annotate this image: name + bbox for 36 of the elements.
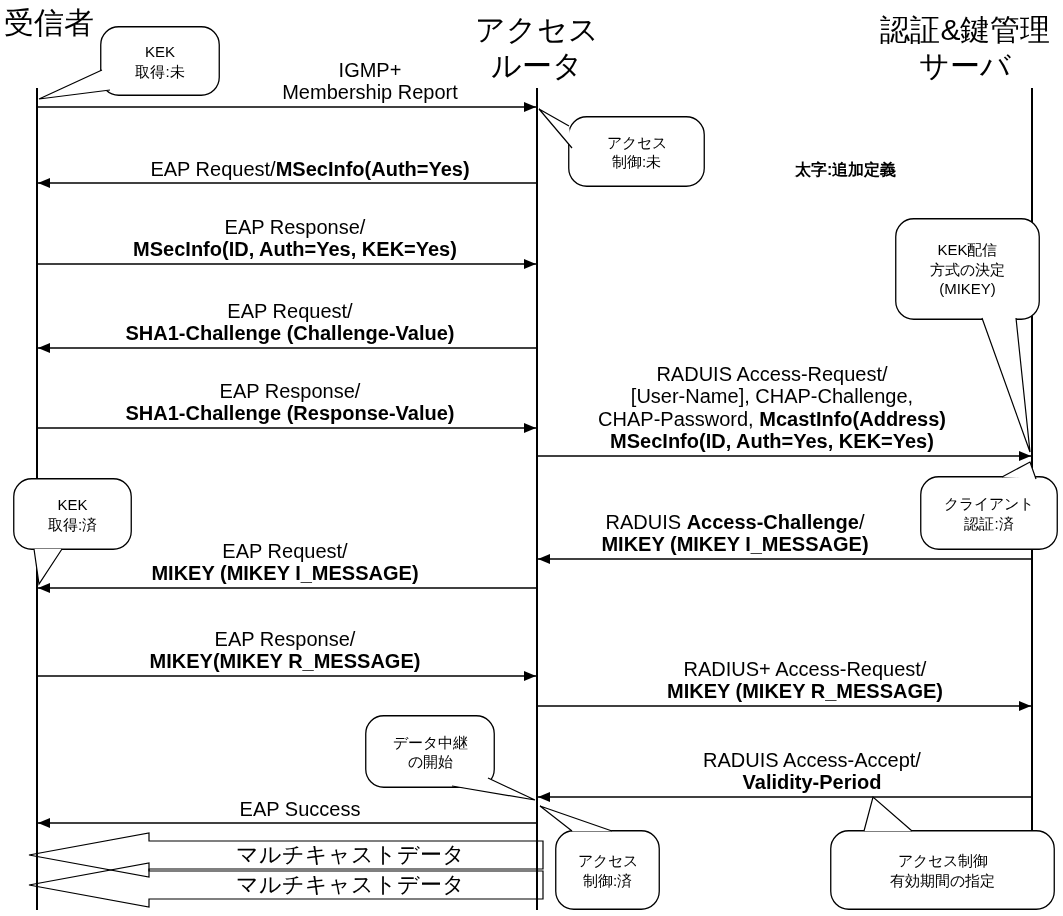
message-arrow (37, 102, 537, 112)
edge-label: マルチキャストデータ (235, 844, 465, 866)
note-text: 太字:追加定義 (795, 160, 897, 180)
callout-text: データ中継の開始 (392, 732, 468, 771)
message-arrow (537, 554, 1032, 564)
participant-name: 受信者 (3, 5, 95, 41)
message-arrow (37, 423, 537, 433)
message-arrow (37, 671, 537, 681)
participant-name: アクセスルータ (474, 12, 600, 84)
edge-label: EAP Response/ MIKEY(MIKEY R_MESSAGE) (147, 628, 423, 673)
message-arrow (37, 818, 537, 828)
edge-label: EAP Response/ MSecInfo(ID, Auth=Yes, KEK=Yes) (131, 216, 459, 261)
callout-text: アクセス制御:未 (606, 132, 667, 171)
message-arrow (537, 792, 1032, 802)
edge-label: マルチキャストデータ (235, 874, 465, 896)
message-arrow (37, 178, 537, 188)
callout-text: KEK配信方式の決定(MIKEY) (930, 239, 1005, 299)
message-arrow (37, 343, 537, 353)
edge-label: RADIUS+ Access-Request/ MIKEY (MIKEY R_MESSAGE) (665, 658, 945, 703)
edge-label: EAP Request/ SHA1-Challenge (Challenge-Value) (123, 300, 457, 345)
edge-label: RADUIS Access-Request/ [User-Name], CHAP-Challenge, CHAP-Password, McastInfo(Address) MSecInfo(ID, Auth=Yes, KEK=Yes) (596, 363, 948, 453)
edge-label: EAP Response/ SHA1-Challenge (Response-Value) (123, 380, 457, 425)
edge-label: RADUIS Access-Challenge/ MIKEY (MIKEY I_MESSAGE) (599, 511, 871, 556)
hollow-arrow (28, 862, 544, 908)
message-arrow (37, 259, 537, 269)
callout-text: アクセス制御:済 (577, 850, 638, 890)
participant-name: 認証&鍵管理サーバ (879, 12, 1052, 84)
callout-text: KEK取得:済 (47, 494, 98, 534)
callout-text: KEK取得:未 (135, 41, 185, 81)
edge-label: EAP Request/ MIKEY (MIKEY I_MESSAGE) (149, 540, 421, 585)
message-arrow (537, 701, 1032, 711)
hollow-arrow (28, 832, 544, 878)
callout-text: アクセス制御有効期間の指定 (890, 850, 995, 890)
message-arrow (37, 583, 537, 593)
message-arrow (537, 451, 1032, 461)
callout-text: クライアント認証:済 (944, 493, 1034, 533)
